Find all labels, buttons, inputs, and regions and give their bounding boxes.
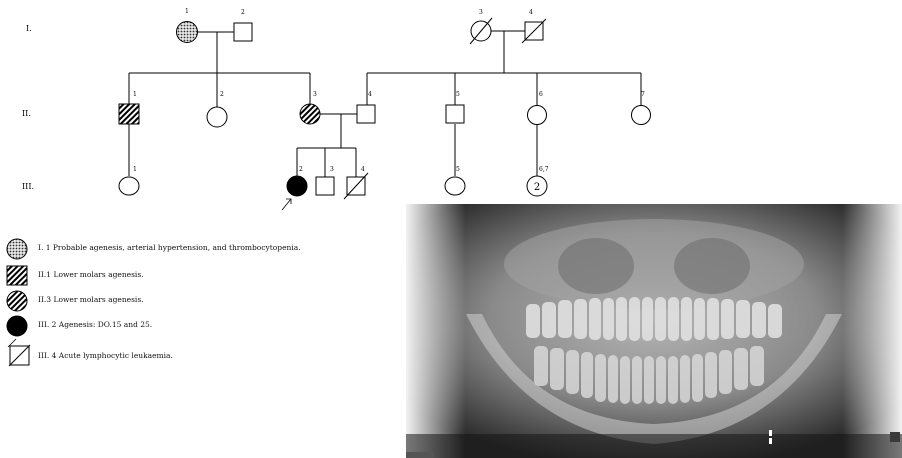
legend-text-III2: III. 2 Agenesis: DO.15 and 25. — [38, 320, 152, 329]
individual-II5 — [446, 105, 464, 123]
legend-text-I1: I. 1 Probable agenesis, arterial hyperte… — [38, 243, 301, 252]
hatched-circle-icon — [6, 290, 32, 314]
individual-III2-proband — [287, 176, 307, 196]
dotted-circle-icon — [6, 238, 32, 262]
label-II2: 2 — [220, 91, 224, 98]
legend-text-II3: II.3 Lower molars agenesis. — [38, 295, 144, 304]
generation-label-III: III. — [22, 182, 34, 191]
legend-row-I1: I. 1 Probable agenesis, arterial hyperte… — [6, 238, 386, 262]
deceased-square-icon — [6, 336, 34, 368]
label-I2: 2 — [241, 9, 245, 16]
label-II1: 1 — [133, 91, 137, 98]
individual-II2 — [207, 107, 227, 127]
legend-row-III4: III. 4 Acute lymphocytic leukaemia. — [6, 336, 386, 360]
label-I1: 1 — [185, 8, 189, 15]
individual-II6 — [528, 106, 547, 125]
individual-III1 — [119, 177, 139, 195]
label-II7: 7 — [641, 91, 645, 98]
individual-II4 — [357, 105, 375, 123]
label-III3: 3 — [330, 166, 334, 173]
pedigree-lines — [129, 31, 641, 177]
legend-text-III4: III. 4 Acute lymphocytic leukaemia. — [38, 351, 173, 360]
label-III5: 5 — [456, 166, 460, 173]
individual-III5 — [445, 177, 465, 195]
label-II4: 4 — [368, 91, 372, 98]
label-III2: 2 — [299, 166, 303, 173]
label-III6-7: 6,7 — [539, 166, 549, 173]
label-II5: 5 — [456, 91, 460, 98]
individual-II1-affected — [119, 104, 139, 124]
panoramic-radiograph — [406, 204, 902, 458]
label-III4: 4 — [361, 166, 365, 173]
label-I3: 3 — [479, 9, 483, 16]
proband-arrow-icon — [282, 199, 291, 210]
generation-label-I: I. — [26, 24, 32, 33]
individual-II7 — [632, 106, 651, 125]
label-III1: 1 — [133, 166, 137, 173]
individual-I1-affected — [177, 22, 198, 43]
legend-text-II1: II.1 Lower molars agenesis. — [38, 270, 144, 279]
individual-II3-affected — [300, 104, 320, 124]
label-I4: 4 — [529, 9, 533, 16]
label-II3: 3 — [313, 91, 317, 98]
count-III6-7: 2 — [534, 182, 540, 193]
hatched-square-icon — [6, 265, 32, 289]
legend-row-II3: II.3 Lower molars agenesis. — [6, 290, 386, 314]
label-II6: 6 — [539, 91, 543, 98]
legend-row-II1: II.1 Lower molars agenesis. — [6, 265, 386, 289]
individual-I2 — [234, 23, 252, 41]
individual-III3 — [316, 177, 334, 195]
generation-label-II: II. — [22, 109, 31, 118]
